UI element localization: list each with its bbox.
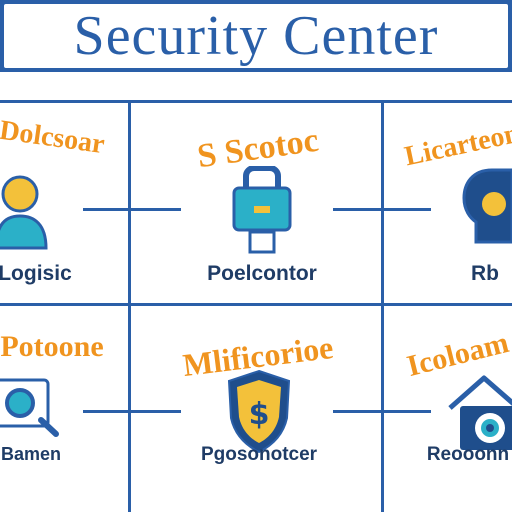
cell-label-4: Bamen — [0, 444, 62, 464]
cell-label-2: Poelcontor — [207, 262, 317, 285]
grid-line-horizontal-middle — [0, 303, 512, 306]
cell-label-6: Reooonn — [426, 444, 510, 465]
grid-line-horizontal-top — [0, 100, 512, 103]
cell-label-5: Pgosonotcer — [200, 444, 318, 465]
user-icon — [0, 175, 48, 250]
connector-row2-left — [83, 410, 181, 413]
connector-row1-left — [83, 208, 181, 211]
page-title: Security Center — [73, 5, 439, 67]
search-icon — [0, 378, 59, 437]
cell-heading-1: Dolcsoar — [0, 114, 107, 161]
cell-heading-4: Potoone — [0, 330, 104, 363]
padlock-icon — [232, 166, 292, 254]
cell-label-3: Rb — [471, 262, 499, 285]
cell-label-1: Logisic — [0, 262, 72, 285]
svg-text:$: $ — [249, 397, 270, 432]
title-banner-panel: Security Center — [4, 4, 508, 68]
house-eye-icon — [448, 375, 512, 450]
head-profile-icon — [462, 168, 512, 244]
grid-line-vertical-left — [128, 100, 131, 512]
connector-row2-right — [333, 410, 431, 413]
title-banner: Security Center — [0, 0, 512, 72]
dollar-shield-icon: $ — [227, 369, 291, 454]
grid-line-vertical-right — [381, 100, 384, 512]
connector-row1-right — [333, 208, 431, 211]
